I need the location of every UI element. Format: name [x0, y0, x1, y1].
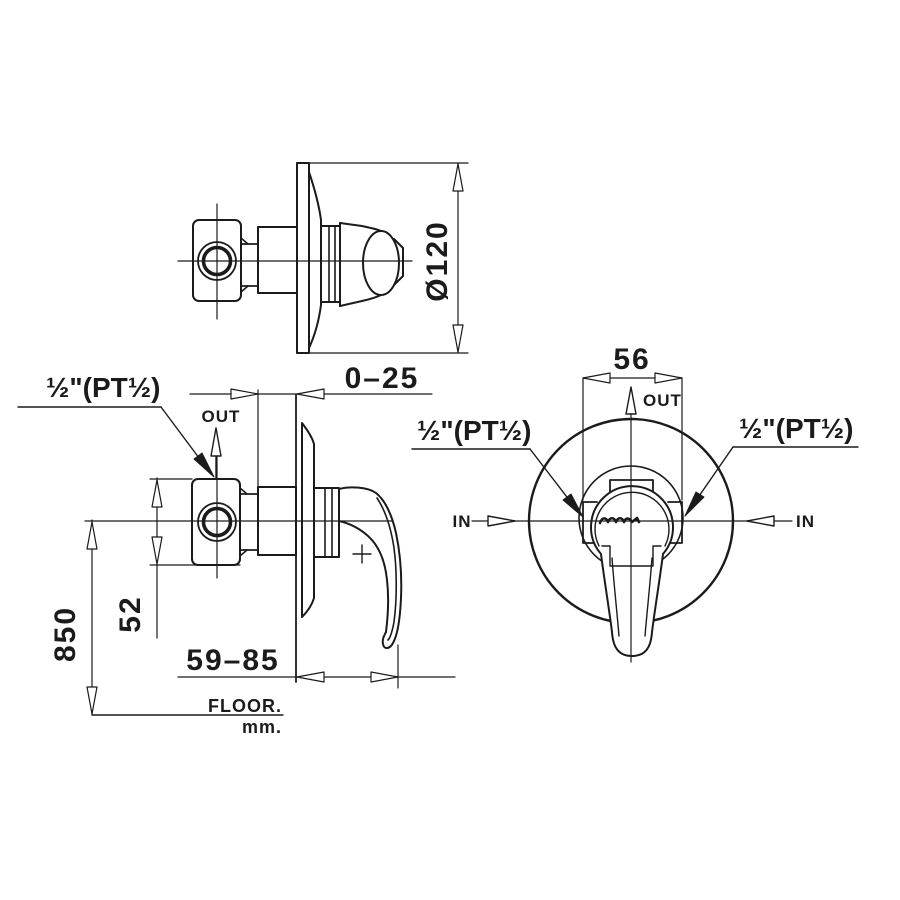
port-size-text: ½"(PT½): [46, 372, 160, 403]
dim-depth-range: 0–25: [345, 362, 420, 395]
side-view: [84, 394, 403, 683]
out-label-front: OUT: [643, 391, 682, 410]
in-label-left: IN: [453, 512, 472, 531]
port-label-left: ½"(PT½): [17, 372, 215, 478]
out-flow-front: OUT: [625, 386, 682, 415]
dim-mounting-height: 850: [49, 606, 82, 662]
dim-projection-range-group: 59–85: [177, 644, 456, 689]
in-flow-right: IN: [746, 512, 815, 531]
dim-flange-diameter-group: Ø120: [308, 162, 469, 354]
dim-projection-range: 59–85: [186, 644, 279, 677]
dim-flange-diameter: Ø120: [421, 220, 454, 301]
dim-mounting-height-group: 850 FLOOR. mm.: [49, 519, 284, 737]
out-label-side: OUT: [202, 407, 241, 426]
units-label: mm.: [242, 717, 282, 737]
dim-body-height-group: 52: [114, 477, 241, 639]
in-flow-left: IN: [453, 512, 516, 531]
dim-depth-range-group: 0–25: [189, 362, 433, 488]
brand-mark: [598, 516, 641, 525]
dim-body-width: 56: [613, 343, 650, 376]
port-label-middle: ½"(PT½): [411, 415, 584, 518]
dim-body-height: 52: [114, 595, 147, 632]
port-label-right: ½"(PT½): [684, 413, 859, 517]
in-label-right: IN: [796, 512, 815, 531]
port-size-text: ½"(PT½): [417, 415, 531, 446]
port-size-text: ½"(PT½): [739, 413, 853, 444]
out-flow-side: OUT: [202, 407, 241, 479]
front-view: [471, 389, 793, 663]
floor-label: FLOOR.: [208, 696, 282, 716]
dim-body-width-group: 56: [582, 343, 683, 501]
top-view: [177, 162, 413, 354]
